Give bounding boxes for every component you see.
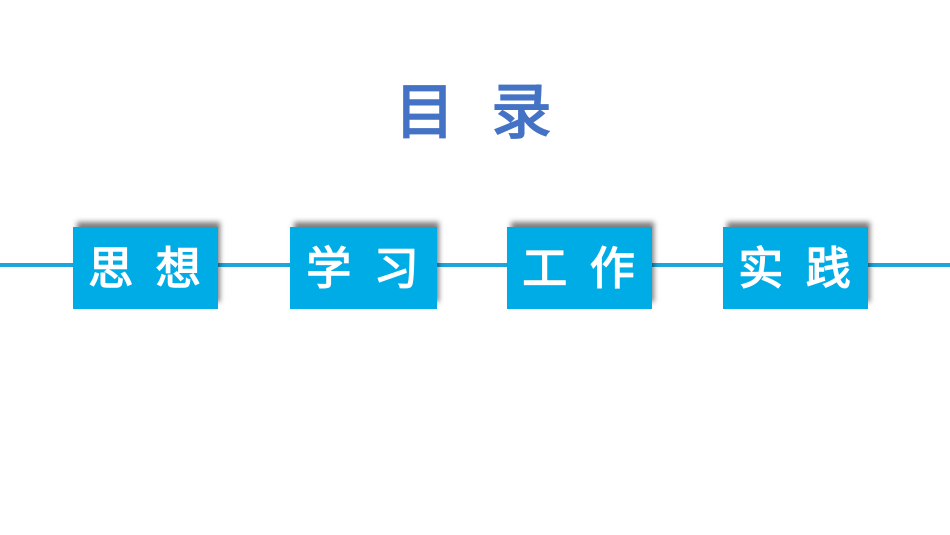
page-title: 目 录 [394, 79, 556, 146]
toc-item-label: 学 习 [306, 242, 421, 294]
toc-item-study[interactable]: 学 习 [290, 227, 437, 309]
toc-item-label: 工 作 [522, 242, 637, 294]
toc-item-label: 实 践 [738, 242, 853, 294]
toc-item-practice[interactable]: 实 践 [723, 227, 868, 309]
toc-item-thought[interactable]: 思 想 [73, 227, 218, 309]
toc-item-label: 思 想 [88, 242, 203, 294]
toc-item-work[interactable]: 工 作 [507, 227, 652, 309]
horizontal-divider-line [0, 263, 950, 267]
